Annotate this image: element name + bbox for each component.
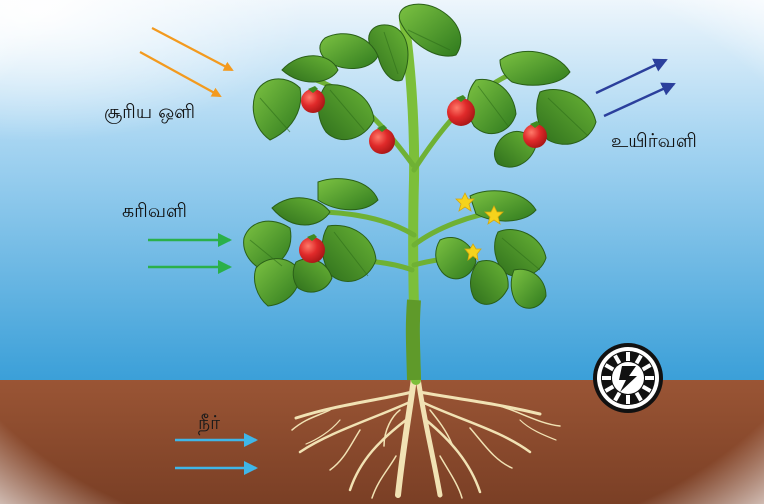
sunlight-label: சூரிய ஒளி bbox=[104, 101, 195, 126]
water-label: நீர் bbox=[198, 412, 220, 437]
carbon-dioxide-label: கரிவளி bbox=[122, 200, 187, 225]
oxygen-label: உயிர்வளி bbox=[611, 130, 697, 155]
